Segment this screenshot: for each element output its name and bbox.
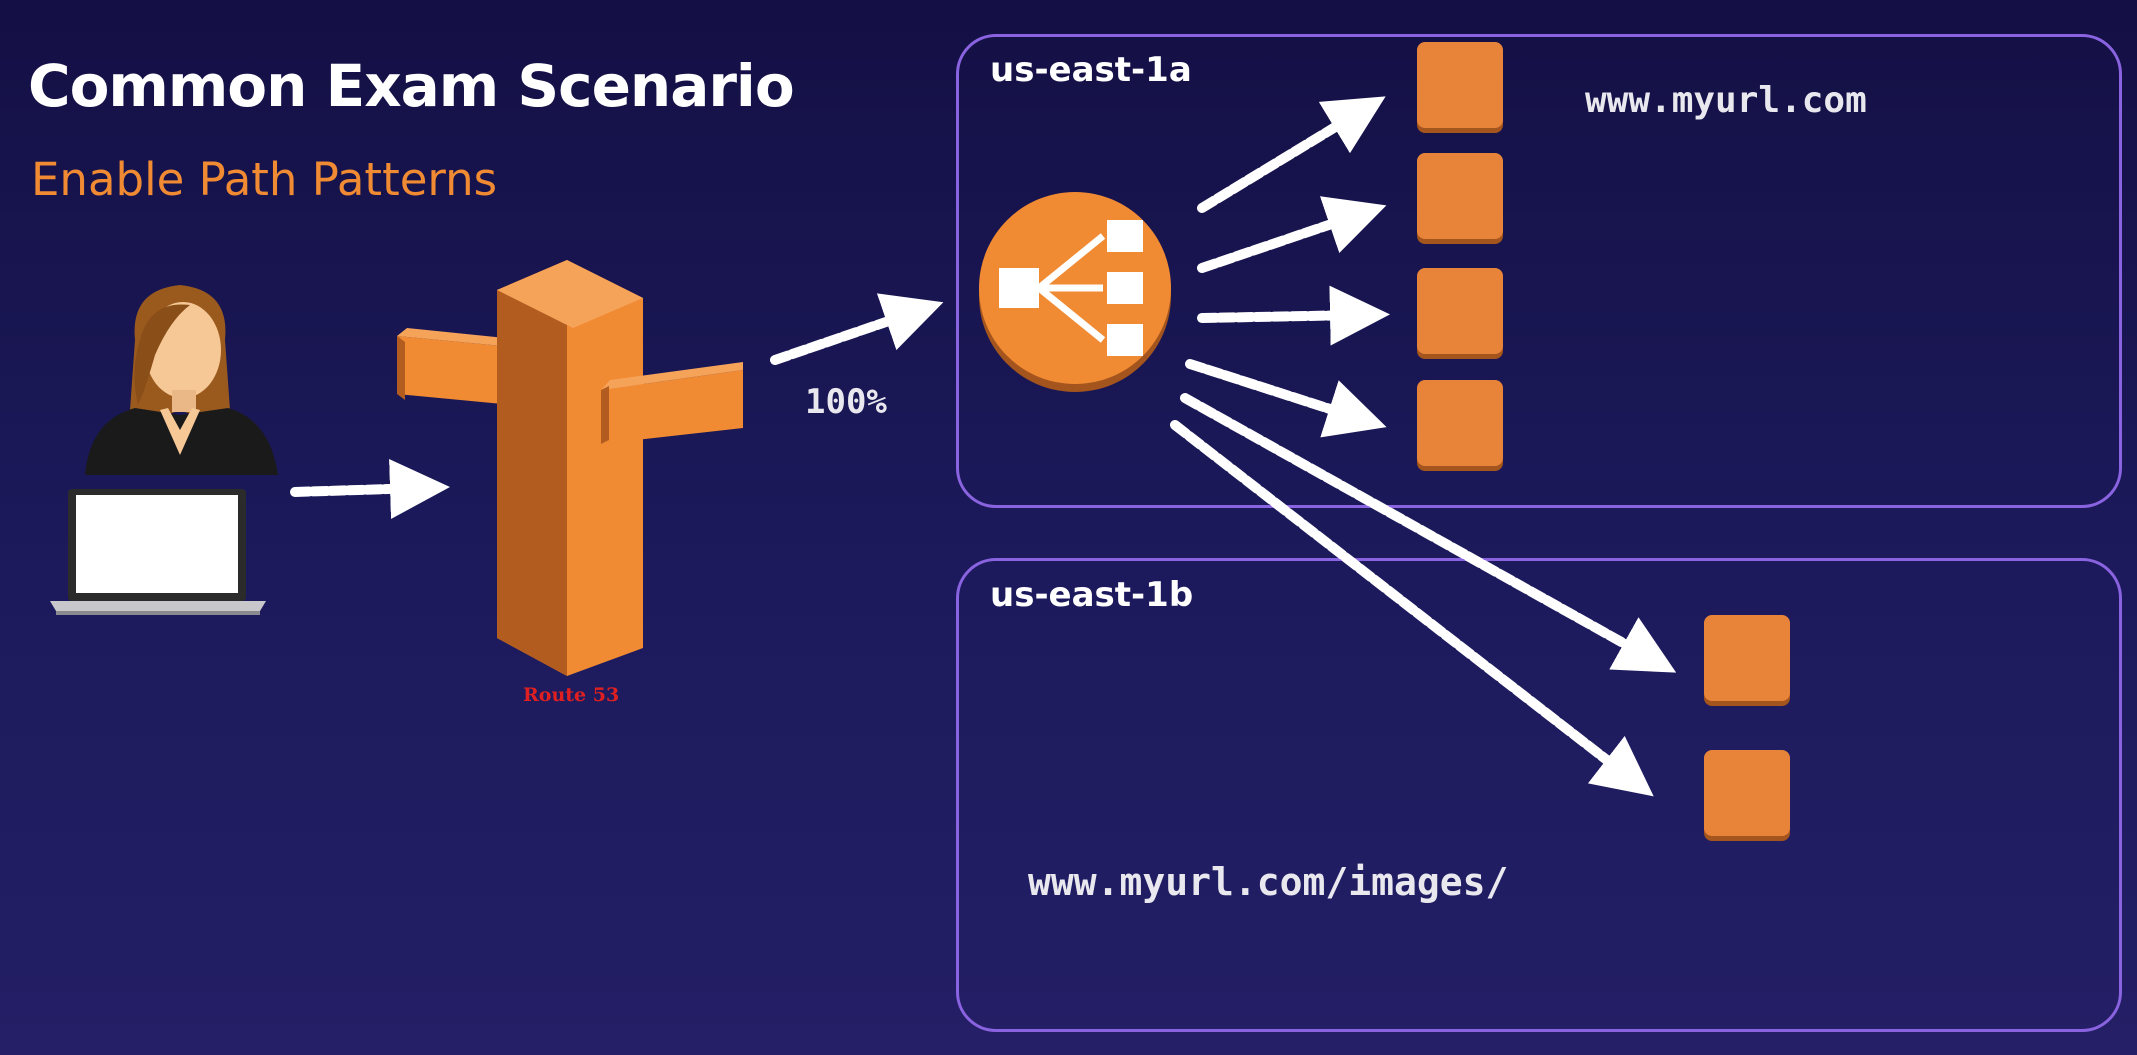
zone-a-label: us-east-1a [990,50,1192,90]
route53-label: Route 53 [523,684,620,706]
arrow-elb-to-instance-3 [1197,285,1390,346]
arrow-elb-to-instance-1 [1197,96,1386,213]
laptop-icon [50,489,266,615]
ec2-instance-icon [1704,615,1790,701]
route53-icon [397,260,743,676]
zone-us-east-1b [956,558,2122,1032]
zone-a-url: www.myurl.com [1585,80,1867,121]
page-title: Common Exam Scenario [28,52,795,120]
arrow-elb-to-instance-5 [1180,393,1677,673]
arrow-elb-to-instance-2 [1197,196,1387,273]
ec2-instance-icon [1417,42,1503,128]
load-balancer-icon [979,192,1171,392]
ec2-instance-icon [1417,153,1503,239]
ec2-instance-icon [1417,380,1503,466]
zone-us-east-1a [956,34,2122,508]
zone-b-url: www.myurl.com/images/ [1028,860,1509,904]
arrow-elb-to-instance-6 [1170,420,1654,797]
arrow-route53-to-elb [770,293,944,365]
zone-b-label: us-east-1b [990,575,1194,615]
arrow-elb-to-instance-4 [1185,359,1387,438]
ec2-instance-icon [1704,750,1790,836]
ec2-instance-icon [1417,268,1503,354]
page-subtitle: Enable Path Patterns [31,153,498,206]
traffic-percent-label: 100% [805,382,887,422]
arrow-user-to-route53 [290,458,450,519]
user-icon [85,285,278,475]
